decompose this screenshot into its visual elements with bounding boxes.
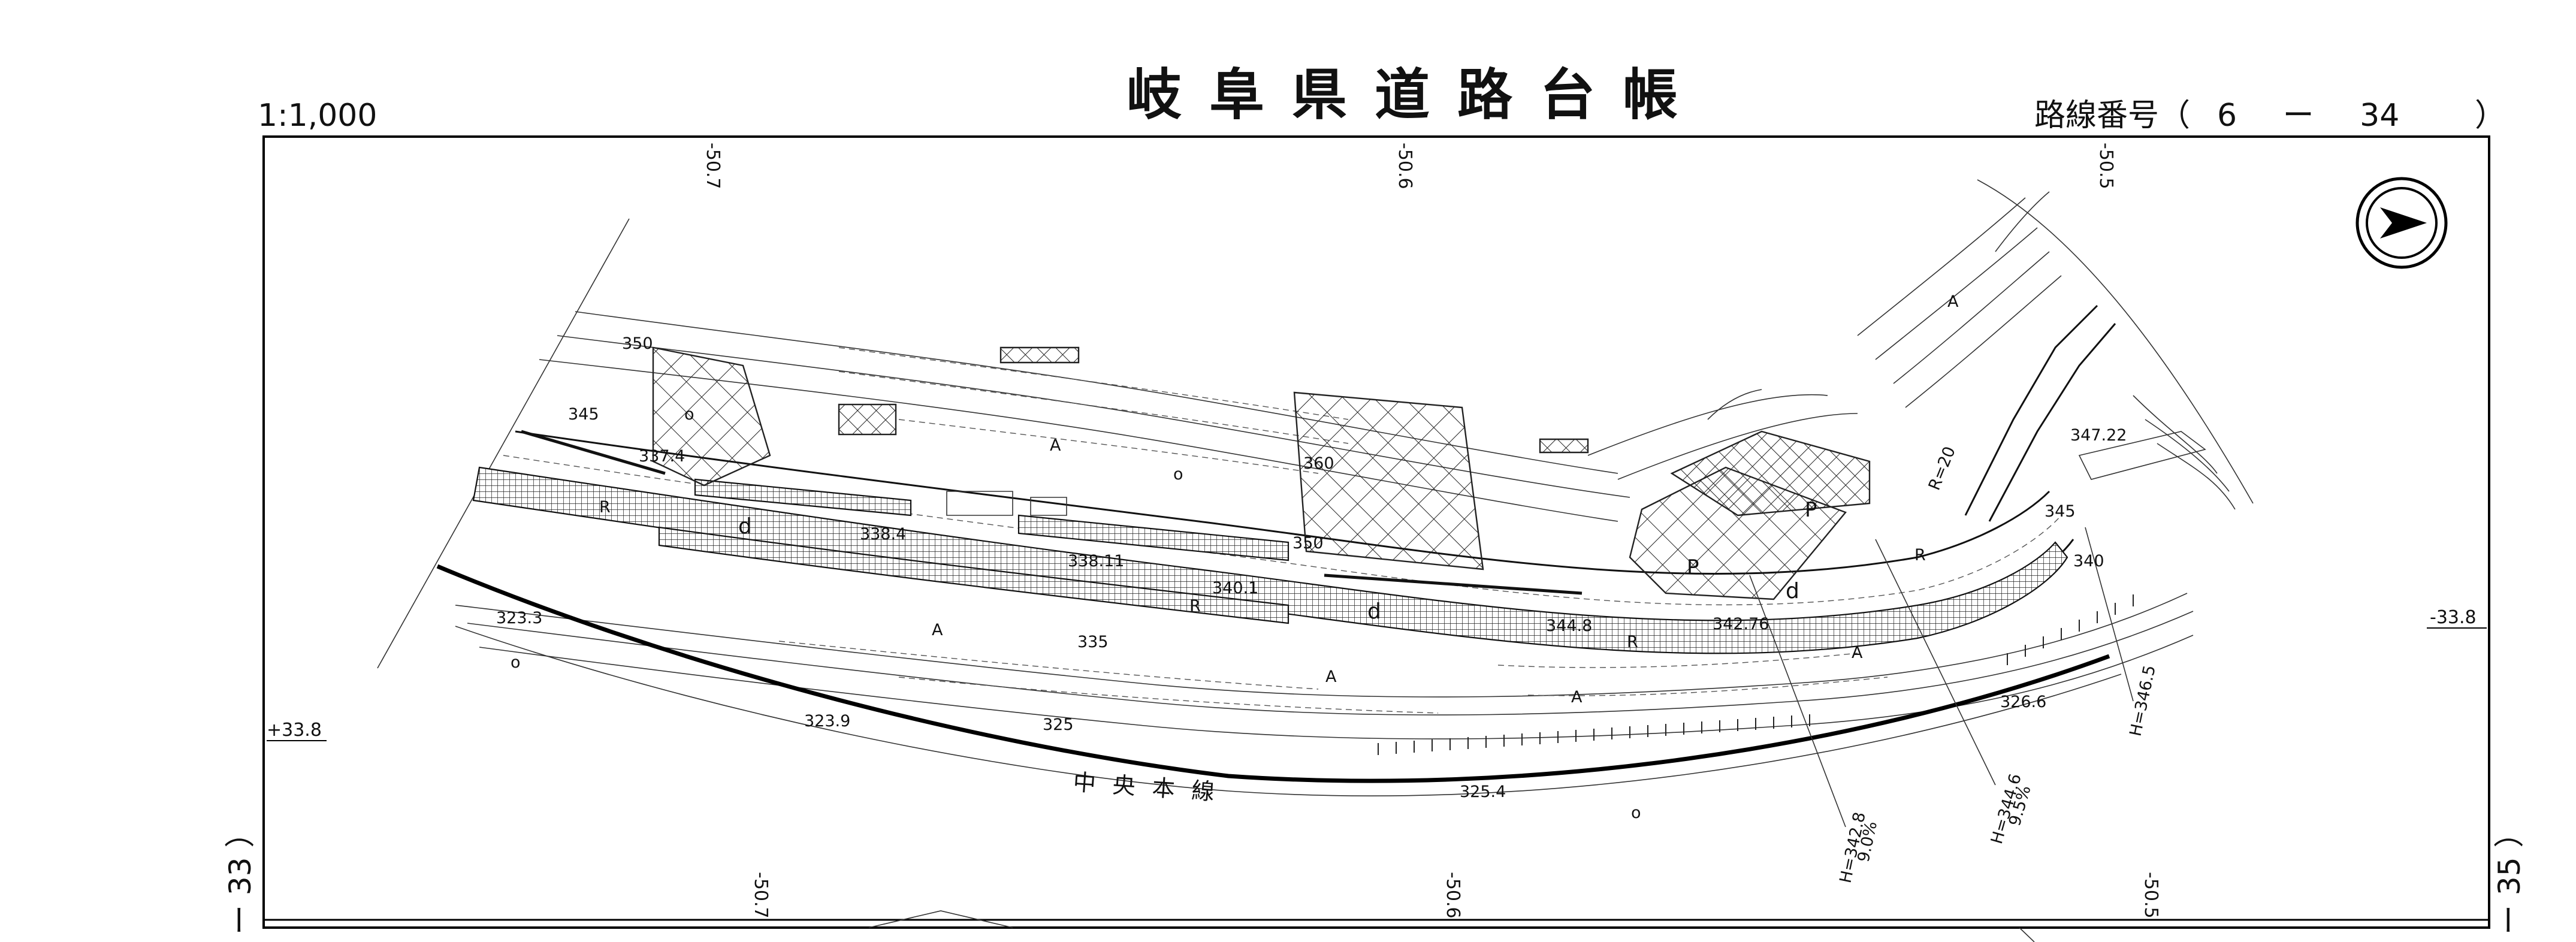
grid-bottom-2: -50.6 <box>1442 872 1463 919</box>
grid-right: -33.8 <box>2430 607 2477 628</box>
elev-338-11: 338.11 <box>1068 552 1124 570</box>
road-symbol-d-1: d <box>738 514 752 539</box>
slope-ticks <box>1378 594 2134 755</box>
parcel-symbol-p-2: P <box>1805 498 1817 522</box>
grid-top-3: -50.5 <box>2095 143 2116 189</box>
scale-label: 1:1,000 <box>258 98 377 134</box>
slope-symbol-5: A <box>1852 644 1863 662</box>
grid-bottom-3: -50.5 <box>2140 872 2161 919</box>
grid-top-1: -50.7 <box>702 143 723 189</box>
elev-347-22: 347.22 <box>2070 426 2127 445</box>
road-symbol-d-2: d <box>1367 599 1381 624</box>
parcel-3 <box>1293 391 1484 570</box>
road-symbol-d-3: d <box>1786 579 1799 603</box>
grid-bottom-1: -50.7 <box>750 872 771 919</box>
curve-radius: R=20 <box>1925 444 1959 493</box>
parcel-symbol-p-1: P <box>1687 555 1699 579</box>
north-arrow-icon <box>2355 177 2448 269</box>
elev-344-8: 344.8 <box>1546 617 1592 635</box>
tree-symbol-1: o <box>684 405 694 424</box>
elev-360: 360 <box>1303 454 1334 473</box>
side-road-branch <box>2078 431 2206 480</box>
route-number-label: 路線番号（ <box>2034 98 2190 134</box>
elev-340-b: 340 <box>2073 552 2104 570</box>
road-symbol-r-2: R <box>1189 597 1201 615</box>
elev-350-b: 350 <box>1292 534 1324 552</box>
tree-symbol-2: o <box>1173 465 1183 484</box>
elev-345-b: 345 <box>2045 502 2076 521</box>
slope-symbol-2: A <box>932 621 943 639</box>
elev-350-a: 350 <box>622 334 653 353</box>
small-buildings <box>946 491 1067 516</box>
side-road <box>1964 304 2098 516</box>
parcel-5 <box>1539 438 1589 454</box>
elev-337-4: 337.4 <box>639 447 685 466</box>
slope-symbol-1: A <box>1050 436 1061 455</box>
slope-symbol-6: A <box>1947 292 1959 311</box>
lower-mesh-band-inner <box>658 526 1289 624</box>
upper-sidewalk-2 <box>1017 514 1289 561</box>
left-sheet-ref: ー 33 ） <box>223 818 258 935</box>
elev-326-6: 326.6 <box>2000 693 2046 711</box>
height-3: H=346.5 <box>2127 663 2160 738</box>
parcel-p-2 <box>1670 430 1871 517</box>
elev-323-3: 323.3 <box>496 609 542 627</box>
elev-342-76: 342.76 <box>1713 615 1769 633</box>
elev-340-1: 340.1 <box>1212 579 1258 597</box>
right-sheet-ref: ー 35 ） <box>2492 818 2527 935</box>
grid-left: +33.8 <box>267 720 322 741</box>
height-leader-2 <box>1875 539 1996 786</box>
tree-symbol-4: o <box>1631 804 1641 822</box>
route-number-value: 6 ー 34 <box>2217 98 2399 134</box>
route-number-close: ） <box>2475 98 2506 134</box>
elev-325: 325 <box>1043 715 1074 734</box>
survey-outline-right <box>1977 179 2254 504</box>
road-symbol-r-1: R <box>599 498 611 517</box>
elev-325-4: 325.4 <box>1460 783 1506 801</box>
tree-symbol-3: o <box>511 653 521 672</box>
sheet-title: 岐阜県道路台帳 <box>1127 63 1705 127</box>
elev-323-9: 323.9 <box>804 712 850 730</box>
grid-top-2: -50.6 <box>1394 143 1415 189</box>
road-centerline <box>503 455 2062 606</box>
road-symbol-r-4: R <box>1914 546 1926 564</box>
parcel-1 <box>652 346 771 487</box>
elev-345-a: 345 <box>568 405 599 424</box>
upper-sidewalk <box>694 478 912 517</box>
survey-bottom-edge <box>868 910 1013 928</box>
height-leader-3 <box>2085 527 2134 702</box>
survey-outline <box>377 218 630 669</box>
railway-line <box>436 564 2110 783</box>
railway-parallel <box>455 626 2122 796</box>
elev-338-4: 338.4 <box>860 525 906 544</box>
elev-335: 335 <box>1077 633 1109 651</box>
parcel-4 <box>999 346 1080 364</box>
map-frame <box>262 135 2490 929</box>
parcel-2 <box>838 403 897 436</box>
height-leader-1 <box>1749 575 1846 828</box>
retaining-wall <box>521 430 1583 595</box>
slope-symbol-4: A <box>1571 688 1583 707</box>
survey-bottom-edge-2 <box>2019 927 2035 942</box>
side-road-2 <box>1988 323 2116 522</box>
railway-label: 中 央 本 線 <box>1072 769 1220 805</box>
road-symbol-r-3: R <box>1627 633 1638 651</box>
slope-symbol-3: A <box>1325 668 1337 686</box>
contours-lower <box>455 593 2194 739</box>
